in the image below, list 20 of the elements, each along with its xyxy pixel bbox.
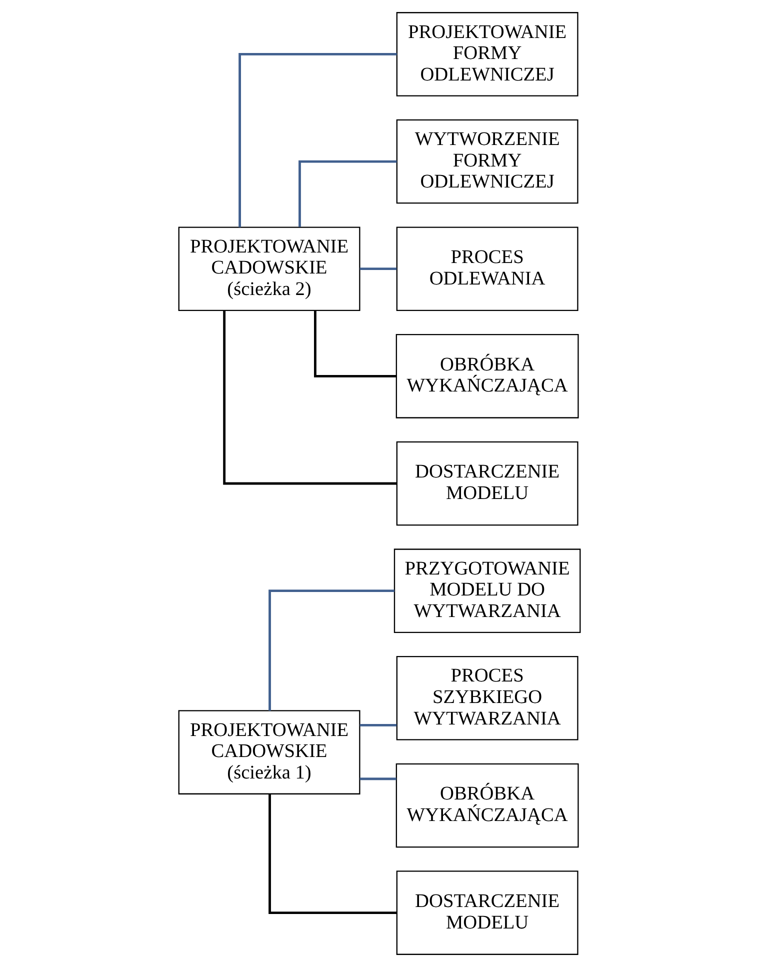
node-box: PROJEKTOWANIE CADOWSKIE (ścieżka 2) xyxy=(178,226,360,311)
node-box: DOSTARCZENIE MODELU xyxy=(396,441,578,526)
node-box: PROCES SZYBKIEGO WYTWARZANIA xyxy=(396,656,578,740)
connector xyxy=(360,724,397,726)
connector xyxy=(360,268,397,270)
connector xyxy=(298,160,397,228)
node-box: PROJEKTOWANIE CADOWSKIE (ścieżka 1) xyxy=(178,710,360,794)
connector xyxy=(223,310,397,485)
connector xyxy=(360,778,396,780)
connector xyxy=(268,794,397,914)
node-box: PROCES ODLEWANIA xyxy=(396,226,578,311)
node-box: OBRÓBKA WYKAŃCZAJĄCA xyxy=(396,763,579,848)
node-box: WYTWORZENIE FORMY ODLEWNICZEJ xyxy=(396,119,578,204)
connector xyxy=(314,310,396,378)
node-box: OBRÓBKA WYKAŃCZAJĄCA xyxy=(396,334,579,418)
connector xyxy=(238,52,397,228)
node-box: PRZYGOTOWANIE MODELU DO WYTWARZANIA xyxy=(394,548,581,633)
node-box: PROJEKTOWANIE FORMY ODLEWNICZEJ xyxy=(396,12,578,96)
node-box: DOSTARCZENIE MODELU xyxy=(396,870,578,955)
connector xyxy=(268,590,394,711)
